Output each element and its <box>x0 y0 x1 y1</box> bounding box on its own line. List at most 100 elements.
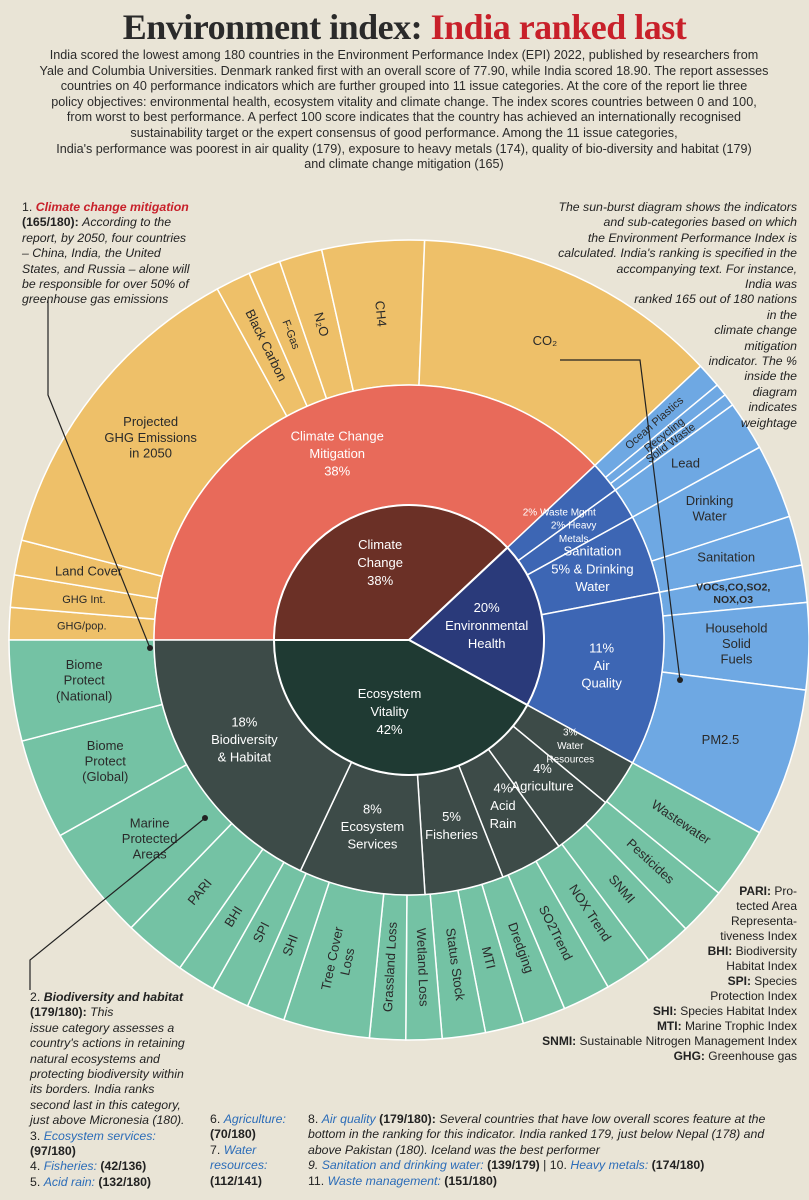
mid-label: 4%Agriculture <box>511 761 573 794</box>
explainer-line: calculated. India's ranking is specified… <box>558 246 797 261</box>
abbr-key: PARI: <box>739 884 771 898</box>
explainer-line: weightage <box>740 415 797 430</box>
explainer-line: diagram <box>752 384 797 399</box>
outer-label: MTI <box>478 945 498 970</box>
note-title: Ecosystem services: <box>43 1128 156 1143</box>
explainer-line: accompanying text. For instance, <box>616 261 797 276</box>
intro-line: India's performance was poorest in air q… <box>56 141 752 156</box>
abbr-full: Species <box>754 974 797 988</box>
leader-lines <box>29 300 683 990</box>
outer-label: Wetland Loss <box>413 928 431 1008</box>
abbr-full: Marine Trophic Index <box>684 1019 797 1033</box>
inner-segment-ev <box>272 639 529 776</box>
explainer-line: in the <box>766 307 797 322</box>
note-title: Water resources: <box>210 1142 268 1173</box>
note-num: 4. <box>30 1159 41 1174</box>
explainer-line: ranked 165 out of 180 nations <box>634 292 797 307</box>
leader-line-explainer <box>560 359 681 681</box>
note-rank: (174/180) <box>651 1158 705 1173</box>
abbr-full: tiveness Index <box>720 929 797 943</box>
explainer-line: indicates <box>748 400 797 415</box>
abbr-full: Greenhouse gas <box>708 1049 797 1063</box>
explainer-line: the Environment Performance Index is <box>587 230 797 245</box>
outer-label: Sanitation <box>697 550 755 565</box>
leader-line-biodiversity <box>29 817 206 990</box>
middle-ring <box>153 384 665 896</box>
note-line: States, and Russia – alone will <box>22 261 190 276</box>
note-air-quality: 8. Air quality (179/180): Several countr… <box>308 1112 766 1188</box>
note-title: Climate change mitigation <box>35 200 189 214</box>
leader-line-climate <box>47 300 151 649</box>
mid-label: 5%Fisheries <box>425 809 478 842</box>
abbr-key: SPI: <box>727 974 751 988</box>
note-title: Acid rain: <box>43 1174 95 1189</box>
note-line: its borders. India ranks <box>30 1082 155 1097</box>
note-line: greenhouse gas emissions <box>22 292 169 307</box>
note-title: Heavy metals: <box>570 1158 649 1173</box>
inner-segment-cc <box>272 504 509 641</box>
outer-label: GHG/pop. <box>57 621 107 633</box>
note-rank: (179/180): <box>30 1005 87 1020</box>
abbr-full: Biodiversity <box>735 944 797 958</box>
abbr-full: Sustainable Nitrogen Management Index <box>579 1034 797 1048</box>
note-num: 8. <box>308 1112 319 1126</box>
note-line: – China, India, the United <box>22 246 161 261</box>
outer-label: Grassland Loss <box>380 921 400 1012</box>
note-line: just above Micronesia (180). <box>30 1113 185 1128</box>
note-rank: (139/179) <box>487 1158 540 1173</box>
note-climate-mitigation: 1. Climate change mitigation (165/180): … <box>22 200 222 308</box>
note-num: 7. <box>210 1142 221 1157</box>
note-num: 6. <box>210 1112 221 1126</box>
note-rank: (70/180) <box>210 1127 256 1142</box>
title-main: Environment index: <box>122 7 423 47</box>
abbr-full: Pro- <box>774 884 797 898</box>
outer-label: VOCs,CO,SO2,NOX,O3 <box>696 581 770 606</box>
note-rank: (165/180): <box>22 215 79 230</box>
note-title: Air quality <box>321 1112 376 1126</box>
explainer-line: climate change <box>714 323 797 338</box>
mid-label: 2% Waste Mgmt <box>523 508 596 519</box>
note-agri-water: 6. Agriculture: (70/180) 7. Water resour… <box>210 1112 300 1189</box>
intro-line: policy objectives: environmental health,… <box>51 94 757 109</box>
intro-line: from worst to best performance. A perfec… <box>66 110 742 125</box>
abbr-key: SNMI: <box>542 1034 577 1048</box>
explainer-line: mitigation <box>744 338 797 353</box>
abbreviation-legend: PARI: Pro- tected Area Representa- tiven… <box>537 884 797 1064</box>
abbr-key: SHI: <box>652 1004 677 1018</box>
abbr-full: Protection Index <box>710 989 797 1003</box>
note-line: report, by 2050, four countries <box>22 230 187 245</box>
inner-ring <box>272 504 545 776</box>
outer-label: Lead <box>671 456 700 471</box>
explainer-line: inside the <box>744 369 797 384</box>
note-rank: (112/141) <box>210 1173 262 1188</box>
note-num: 2. <box>30 990 41 1004</box>
outer-ring <box>8 239 809 1041</box>
note-title: Agriculture: <box>223 1112 286 1126</box>
note-line: second last in this category, <box>30 1097 181 1112</box>
outer-label: N₂O <box>311 311 332 339</box>
abbr-key: MTI: <box>656 1019 682 1033</box>
explainer-line: The sun-burst diagram shows the indicato… <box>558 200 797 214</box>
mid-label: 18%Biodiversity& Habitat <box>211 714 278 764</box>
note-rank: (97/180) <box>30 1144 76 1159</box>
title-highlight: India ranked last <box>430 7 687 47</box>
note-rank: (132/180) <box>98 1174 152 1189</box>
outer-label: SHI <box>280 933 302 959</box>
abbr-full: tected Area <box>736 899 797 913</box>
abbr-key: GHG: <box>673 1049 705 1063</box>
explainer-line: indicator. The % <box>708 354 797 369</box>
intro-line: India scored the lowest among 180 countr… <box>49 48 759 62</box>
note-rank: (42/136) <box>100 1159 147 1174</box>
